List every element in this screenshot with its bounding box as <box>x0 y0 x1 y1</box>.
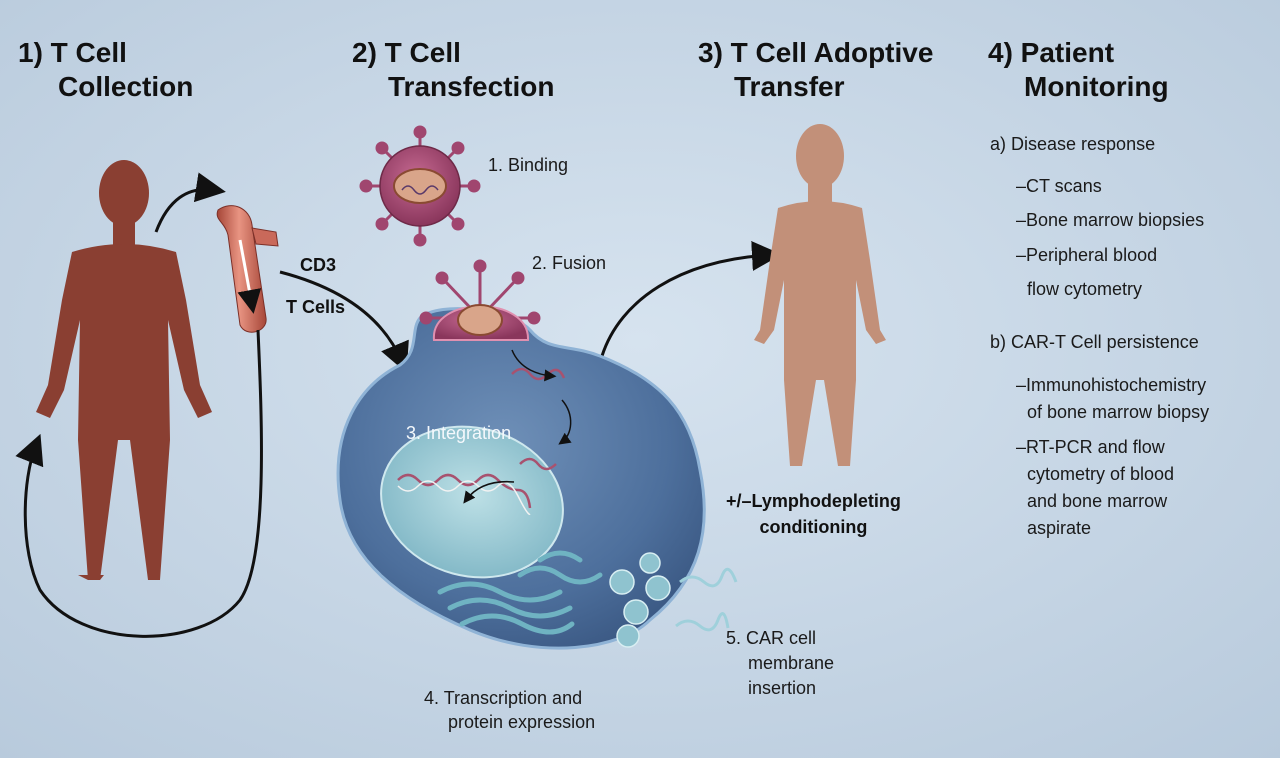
patient-figure <box>36 160 212 580</box>
heading-collection: 1) T Cell Collection <box>18 36 193 104</box>
monitoring-a-item-2: –Bone marrow biopsies <box>1016 210 1205 230</box>
heading-transfection: 2) T Cell Transfection <box>352 36 554 104</box>
heading-transfection-line2: Transfection <box>388 71 555 102</box>
arrow-to-cell <box>279 270 409 374</box>
transfer-figure <box>754 124 886 466</box>
heading-transfection-line1: 2) T Cell <box>352 37 461 68</box>
heading-monitoring: 4) Patient Monitoring <box>988 36 1169 104</box>
label-conditioning-line2: conditioning <box>759 517 868 537</box>
monitoring-b-item-5: and bone marrow <box>1027 491 1168 511</box>
monitoring-b-item-2: of bone marrow biopsy <box>1027 402 1210 422</box>
label-binding: 1. Binding <box>488 155 569 175</box>
virus-particle <box>359 125 481 247</box>
label-cd3: CD3 <box>300 255 337 275</box>
heading-monitoring-line2: Monitoring <box>1024 71 1169 102</box>
monitoring-b-item-1: –Immunohistochemistry <box>1016 375 1207 395</box>
arrow-to-vessel <box>154 172 226 233</box>
heading-adoptive-transfer: 3) T Cell Adoptive Transfer <box>698 36 933 104</box>
monitoring-b-item-4: cytometry of blood <box>1027 464 1175 484</box>
monitoring-b-item-3: –RT-PCR and flow <box>1016 437 1165 457</box>
heading-monitoring-line1: 4) Patient <box>988 37 1115 68</box>
heading-collection-line1: 1) T Cell <box>18 37 127 68</box>
label-insertion-line2: membrane <box>748 653 835 673</box>
label-conditioning: +/–Lymphodepleting conditioning <box>726 488 901 540</box>
label-insertion-line3: insertion <box>748 678 817 698</box>
label-fusion: 2. Fusion <box>532 253 607 273</box>
monitoring-a-title: a) Disease response <box>990 134 1156 154</box>
label-transcription-line2: protein expression <box>448 712 596 732</box>
label-t-cells: T Cells <box>286 297 346 317</box>
monitoring-a-item-3: –Peripheral blood <box>1016 245 1158 265</box>
monitoring-a-item-4: flow cytometry <box>1027 279 1143 299</box>
heading-transfer-line2: Transfer <box>734 71 845 102</box>
arrow-to-transfer <box>600 241 782 357</box>
heading-collection-line2: Collection <box>58 71 194 102</box>
blood-vessel <box>216 205 279 333</box>
label-transcription: 4. Transcription and protein expression <box>424 686 595 734</box>
arrow-return-loop <box>15 329 263 638</box>
t-cell <box>336 259 738 650</box>
label-integration: 3. Integration <box>406 423 512 443</box>
label-transcription-line1: 4. Transcription and <box>424 688 583 708</box>
label-conditioning-line1: +/–Lymphodepleting <box>726 491 901 511</box>
monitoring-a-item-1: –CT scans <box>1016 176 1102 196</box>
monitoring-b-title: b) CAR-T Cell persistence <box>990 332 1199 352</box>
monitoring-b-item-6: aspirate <box>1027 518 1092 538</box>
label-membrane-insertion: 5. CAR cell membrane insertion <box>726 626 834 701</box>
label-insertion-line1: 5. CAR cell <box>726 628 817 648</box>
heading-transfer-line1: 3) T Cell Adoptive <box>698 37 934 68</box>
